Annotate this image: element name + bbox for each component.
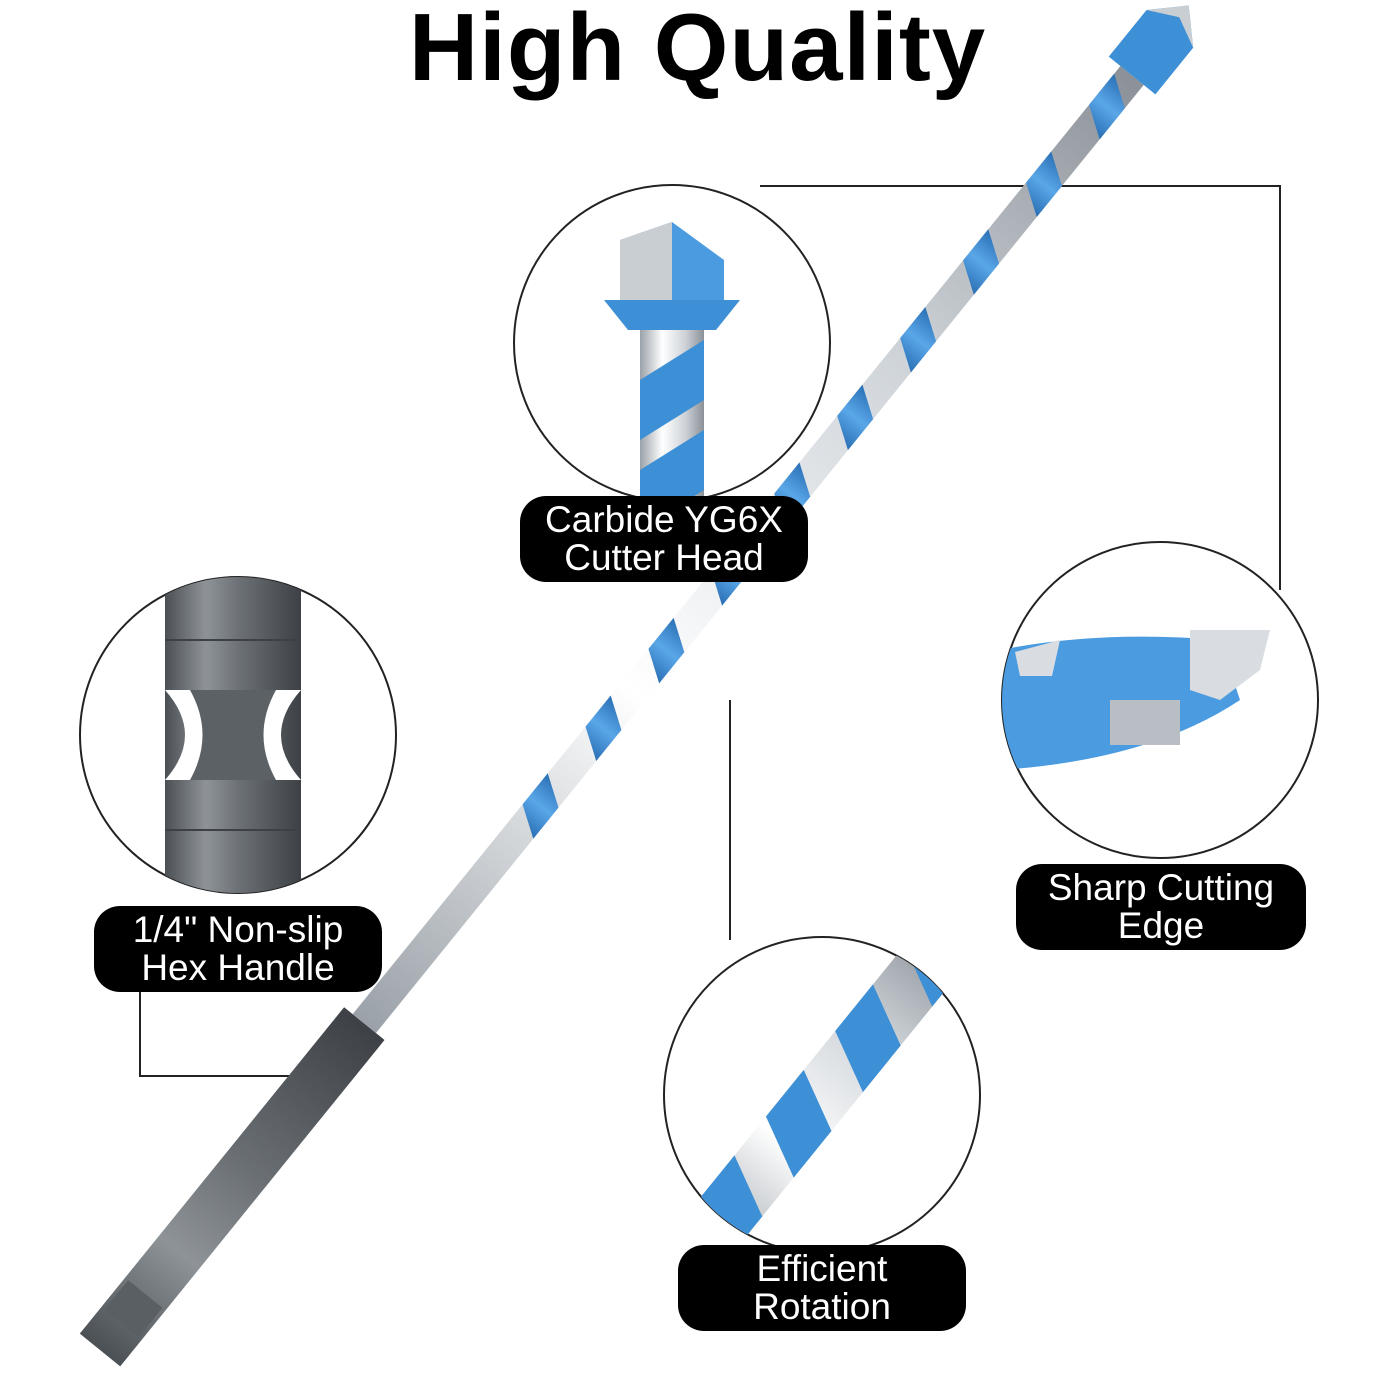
spiral-flute-detail-icon bbox=[663, 898, 981, 1270]
carbide-tip-detail-icon bbox=[513, 184, 831, 502]
callout-carbide-line2: Cutter Head bbox=[564, 537, 764, 578]
callout-hex-handle: 1/4" Non-slip Hex Handle bbox=[94, 906, 382, 992]
callout-sharp-edge: Sharp Cutting Edge bbox=[1016, 864, 1306, 950]
headline: High Quality bbox=[408, 0, 987, 101]
callout-rotation-line2: Rotation bbox=[753, 1286, 891, 1327]
connector-lines bbox=[139, 185, 1281, 1077]
connector-tip-edge bbox=[760, 185, 1281, 590]
callout-rotation-line1: Efficient bbox=[756, 1248, 888, 1289]
callout-carbide-line1: Carbide YG6X bbox=[545, 499, 783, 540]
hex-shank-detail-icon bbox=[79, 576, 397, 894]
connector-hex bbox=[139, 992, 335, 1077]
callout-carbide-head: Carbide YG6X Cutter Head bbox=[520, 496, 808, 582]
callout-sharp-line1: Sharp Cutting bbox=[1047, 867, 1275, 908]
callout-efficient-rotation: Efficient Rotation bbox=[678, 1245, 966, 1331]
callout-hex-line1: 1/4" Non-slip bbox=[132, 909, 344, 950]
cutting-edge-detail-icon bbox=[1001, 541, 1319, 859]
callout-hex-line2: Hex Handle bbox=[141, 947, 335, 988]
callout-sharp-line2: Edge bbox=[1117, 905, 1205, 946]
